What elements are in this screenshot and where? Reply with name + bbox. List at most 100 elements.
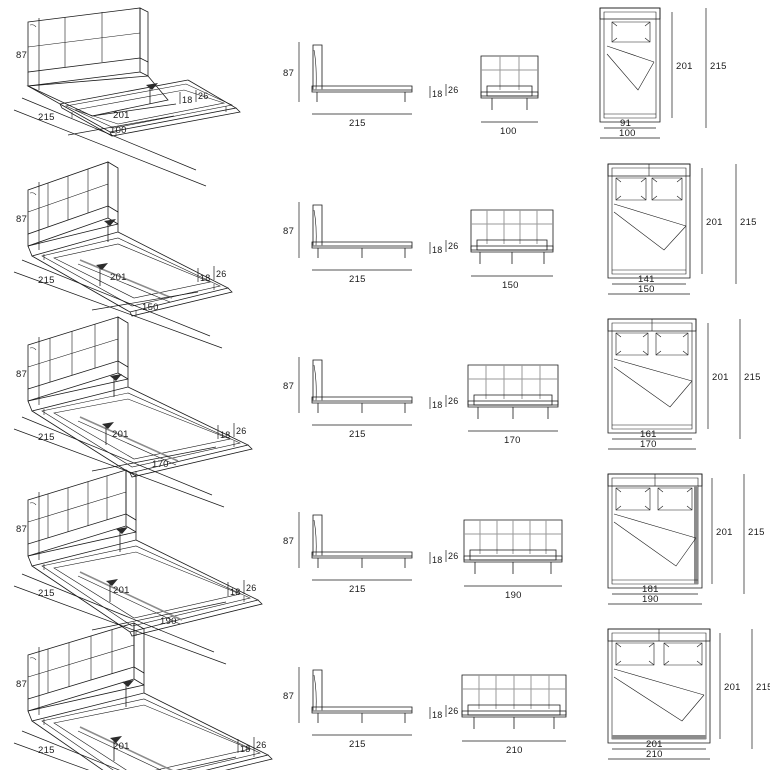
dim-frame-height-label: 18 — [432, 555, 443, 565]
dim-mattress-height-label: 26 — [198, 91, 209, 101]
perspective-view: 87 201 215 210 18 26 — [13, 622, 273, 770]
dim-frame-height-label: 18 — [432, 89, 443, 99]
dim-height-label: 87 — [283, 381, 294, 392]
front-elevation-view: 190 — [463, 519, 563, 601]
dim-plan-length-inner-label: 201 — [724, 682, 741, 693]
dim-length-inner-label: 201 — [110, 272, 127, 283]
dim-frame-height-label: 18 — [182, 95, 193, 105]
dim-length-outer-label: 215 — [38, 588, 55, 599]
bed-variant-row: 87 201 215 210 18 26 — [0, 615, 770, 770]
side-elevation-view: 87 215 18 26 — [283, 42, 459, 129]
perspective-view: 87 201 215 190 18 26 — [13, 469, 263, 665]
dim-frame-height-label: 18 — [230, 587, 241, 597]
dim-plan-length-inner-label: 201 — [716, 527, 733, 538]
dim-plan-width-outer-label: 210 — [646, 749, 663, 760]
dim-front-width-label: 100 — [500, 126, 517, 137]
dim-side-length-label: 215 — [349, 584, 366, 595]
dim-frame-height-label: 18 — [432, 245, 443, 255]
dim-height-label: 87 — [283, 536, 294, 547]
side-elevation-view: 87 215 18 26 — [283, 357, 459, 440]
row-drawings: 87 201 215 170 18 26 — [13, 316, 761, 508]
bed-variant-row: 87 201 215 150 18 26 — [0, 150, 770, 349]
dim-height-label: 87 — [16, 369, 27, 380]
dim-width-label: 100 — [110, 125, 127, 136]
dim-frame-height-label: 18 — [432, 400, 443, 410]
dim-mattress-height-label: 26 — [246, 583, 257, 593]
dim-length-outer-label: 215 — [38, 432, 55, 443]
dim-length-inner-label: 201 — [113, 110, 130, 121]
plan-view: 201 215 161 170 — [607, 318, 761, 450]
dim-plan-width-outer-label: 100 — [619, 128, 636, 139]
dim-length-outer-label: 215 — [38, 745, 55, 756]
perspective-view: 87 201 215 170 18 26 — [13, 316, 253, 508]
front-elevation-view: 150 — [470, 209, 554, 291]
dim-length-outer-label: 215 — [38, 112, 55, 123]
dim-mattress-height-label: 26 — [448, 706, 459, 716]
dim-length-inner-label: 201 — [112, 429, 129, 440]
bed-variant-row: 87 201 215 190 18 26 — [0, 460, 770, 665]
dim-plan-length-outer-label: 215 — [710, 61, 727, 72]
side-elevation-view: 87 215 18 26 — [283, 667, 459, 750]
dim-plan-width-inner-label: 181 — [642, 584, 659, 595]
dim-mattress-height-label: 26 — [216, 269, 227, 279]
dim-mattress-height-label: 26 — [448, 551, 459, 561]
dim-plan-width-inner-label: 161 — [640, 429, 657, 440]
dim-plan-length-inner-label: 201 — [712, 372, 729, 383]
dim-plan-length-outer-label: 215 — [740, 217, 757, 228]
dim-frame-height-label: 18 — [240, 744, 251, 754]
dim-plan-width-outer-label: 190 — [642, 594, 659, 605]
dim-frame-height-label: 18 — [220, 430, 231, 440]
row-drawings: 87 201 215 100 18 26 — [13, 7, 727, 187]
dim-height-label: 87 — [16, 50, 27, 61]
plan-view: 201 215 91 100 — [599, 7, 727, 139]
dim-front-width-label: 170 — [504, 435, 521, 446]
dim-mattress-height-label: 26 — [448, 241, 459, 251]
dim-width-label: 150 — [142, 302, 159, 313]
plan-view: 201 215 181 190 — [607, 473, 765, 605]
row-drawings: 87 201 215 210 18 26 — [13, 622, 770, 770]
dim-height-label: 87 — [283, 226, 294, 237]
dim-height-label: 87 — [283, 68, 294, 79]
dim-front-width-label: 190 — [505, 590, 522, 601]
plan-view: 201 215 141 150 — [607, 163, 757, 295]
dim-plan-length-outer-label: 215 — [744, 372, 761, 383]
side-elevation-view: 87 215 18 26 — [283, 512, 459, 595]
front-elevation-view: 170 — [467, 364, 559, 446]
dim-plan-width-outer-label: 150 — [638, 284, 655, 295]
bed-variant-row: 87 201 215 100 18 26 — [0, 0, 770, 187]
dim-height-label: 87 — [16, 214, 27, 225]
dim-side-length-label: 215 — [349, 118, 366, 129]
dim-length-inner-label: 201 — [113, 585, 130, 596]
dim-mattress-height-label: 26 — [256, 740, 267, 750]
dim-side-length-label: 215 — [349, 739, 366, 750]
dim-width-label: 170 — [152, 459, 169, 470]
row-drawings: 87 201 215 190 18 26 — [13, 469, 765, 665]
side-elevation-view: 87 215 18 26 — [283, 202, 459, 285]
dim-front-width-label: 150 — [502, 280, 519, 291]
dim-height-label: 87 — [283, 691, 294, 702]
dim-plan-width-outer-label: 170 — [640, 439, 657, 450]
dim-length-outer-label: 215 — [38, 275, 55, 286]
dim-plan-length-inner-label: 201 — [676, 61, 693, 72]
perspective-view: 87 201 215 150 18 26 — [13, 161, 233, 349]
dim-mattress-height-label: 26 — [236, 426, 247, 436]
dim-plan-length-outer-label: 215 — [756, 682, 770, 693]
front-elevation-view: 210 — [461, 674, 567, 756]
dim-frame-height-label: 18 — [200, 273, 211, 283]
dim-plan-length-outer-label: 215 — [748, 527, 765, 538]
dim-height-label: 87 — [16, 524, 27, 535]
dim-plan-length-inner-label: 201 — [706, 217, 723, 228]
bed-variant-row: 87 201 215 170 18 26 — [0, 305, 770, 508]
dim-length-inner-label: 201 — [113, 741, 130, 752]
perspective-view: 87 201 215 100 18 26 — [13, 7, 241, 187]
dim-front-width-label: 210 — [506, 745, 523, 756]
front-elevation-view: 100 — [480, 55, 539, 137]
dim-side-length-label: 215 — [349, 274, 366, 285]
dim-plan-width-inner-label: 201 — [646, 739, 663, 750]
dim-height-label: 87 — [16, 679, 27, 690]
dim-plan-width-inner-label: 91 — [620, 118, 631, 129]
dim-mattress-height-label: 26 — [448, 396, 459, 406]
dim-plan-width-inner-label: 141 — [638, 274, 655, 285]
dim-mattress-height-label: 26 — [448, 85, 459, 95]
